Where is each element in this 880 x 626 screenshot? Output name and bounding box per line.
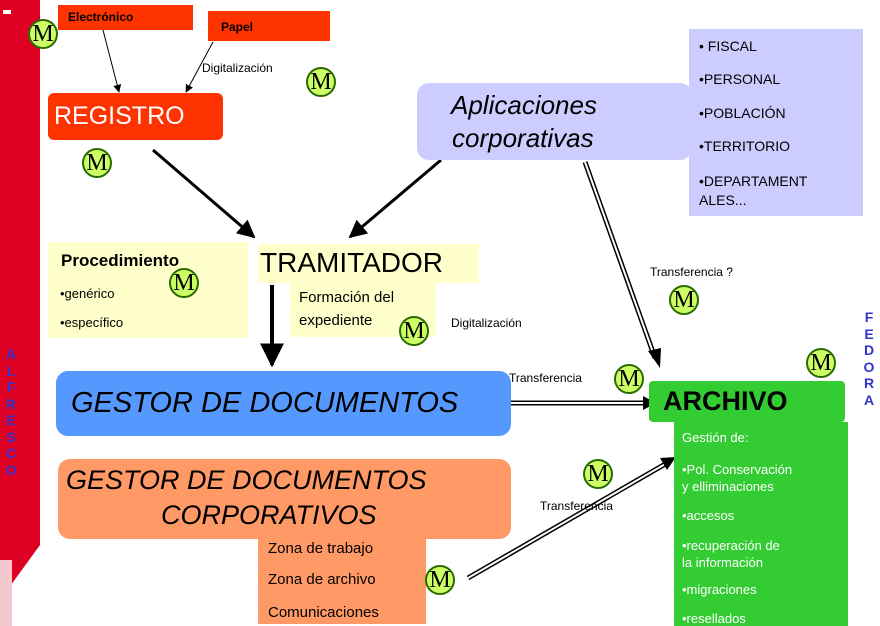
vertical-letter: C [5,445,17,461]
vertical-letter: E [6,412,16,428]
archivo-title: ARCHIVO [663,386,788,416]
digitalizacion-label-mid: Digitalización [451,316,522,330]
registro-box: REGISTRO [48,93,223,140]
archivo-heading: Gestión de: [682,430,749,445]
apps-item: ALES... [699,192,747,208]
arrow-registro-tramitador [152,148,256,239]
formacion-line2: expediente [299,312,373,329]
arrow-aplicaciones-tramitador [348,158,442,239]
apps-item: •TERRITORIO [699,138,790,154]
procedimiento-box: Procedimiento •genérico •específico [48,242,248,338]
apps-item: • FISCAL [699,38,757,54]
electronico-box: Electrónico [58,5,193,30]
papel-box: Papel [208,11,330,41]
left-band-shape [0,0,40,626]
m-badge-registro: M [82,148,112,178]
alfresco-vertical-label: A L F R E S C O [2,346,20,478]
archivo-item: •Pol. Conservación [682,462,793,477]
vertical-letter: E [864,325,874,342]
procedimiento-item: •genérico [60,286,115,301]
apps-item: •POBLACIÓN [699,105,786,121]
m-badge-archivo: M [806,348,836,378]
gestor-corporativos-zones: Zona de trabajo Zona de archivo Comunica… [258,529,426,624]
vertical-letter: R [5,395,17,412]
archivo-item: •recuperación de [682,538,780,553]
vertical-letter: O [5,461,17,478]
left-decorative-band [0,0,40,626]
gestor-documentos-title: GESTOR DE DOCUMENTOS [71,387,459,419]
vertical-letter: R [863,375,875,391]
fedora-vertical-label: F E D O R A [860,309,878,408]
archivo-item: la información [682,555,763,570]
vertical-letter: S [6,428,16,445]
papel-label: Papel [221,20,254,34]
transferencia-question-label: Transferencia ? [650,265,733,279]
formacion-box: Formación del expediente [290,283,436,337]
zone-item: Zona de archivo [268,571,376,588]
transferencia-low-label: Transferencia [540,499,613,513]
arrow-electronico-registro [102,29,122,93]
vertical-letter: F [864,309,874,325]
gestor-corporativos-line1: GESTOR DE DOCUMENTOS [66,465,427,495]
digitalizacion-label-top: Digitalización [202,61,273,75]
gestor-corporativos-box: GESTOR DE DOCUMENTOS CORPORATIVOS [58,459,511,539]
vertical-letter: L [6,362,16,379]
formacion-line1: Formación del [299,289,395,306]
apps-list-box: • FISCAL •PERSONAL •POBLACIÓN •TERRITORI… [689,29,863,216]
procedimiento-title: Procedimiento [61,251,180,270]
vertical-letter: D [863,342,875,358]
archivo-detail-box: Gestión de: •Pol. Conservación y ellimin… [674,422,848,626]
archivo-title-box: ARCHIVO [649,381,845,422]
m-badge-expediente: M [399,316,429,346]
registro-title: REGISTRO [54,102,185,130]
m-badge-transferencia-low: M [583,459,613,489]
vertical-letter: A [5,346,17,362]
archivo-item: y elliminaciones [682,479,774,494]
procedimiento-item: •específico [60,315,124,330]
archivo-item: •migraciones [682,582,757,597]
apps-item: •DEPARTAMENT [699,173,808,189]
m-badge-transferencia-mid: M [614,364,644,394]
m-badge-procedimiento: M [169,268,199,298]
apps-item: •PERSONAL [699,71,781,87]
aplicaciones-line2: corporativas [452,123,594,153]
electronico-label: Electrónico [68,10,134,24]
gestor-corporativos-line2: CORPORATIVOS [161,500,377,530]
zone-item: Comunicaciones [268,604,379,621]
m-badge-electronico: M [28,19,58,49]
aplicaciones-line1: Aplicaciones [451,90,597,120]
m-badge-transferencia-question: M [669,285,699,315]
gestor-documentos-box: GESTOR DE DOCUMENTOS [56,371,511,436]
transferencia-mid-label: Transferencia [509,371,582,385]
m-badge-zona-archivo: M [425,565,455,595]
vertical-letter: O [863,358,875,375]
vertical-letter: F [6,379,16,395]
arrow-papel-registro [185,41,214,93]
zone-item: Zona de trabajo [268,540,374,557]
archivo-item: •accesos [682,508,735,523]
archivo-item: •resellados [682,611,746,626]
tramitador-box: TRAMITADOR [258,244,479,283]
aplicaciones-box: Aplicaciones corporativas [417,83,692,160]
vertical-letter: A [863,391,875,408]
m-badge-digitalizacion: M [306,67,336,97]
tramitador-title: TRAMITADOR [260,247,444,278]
